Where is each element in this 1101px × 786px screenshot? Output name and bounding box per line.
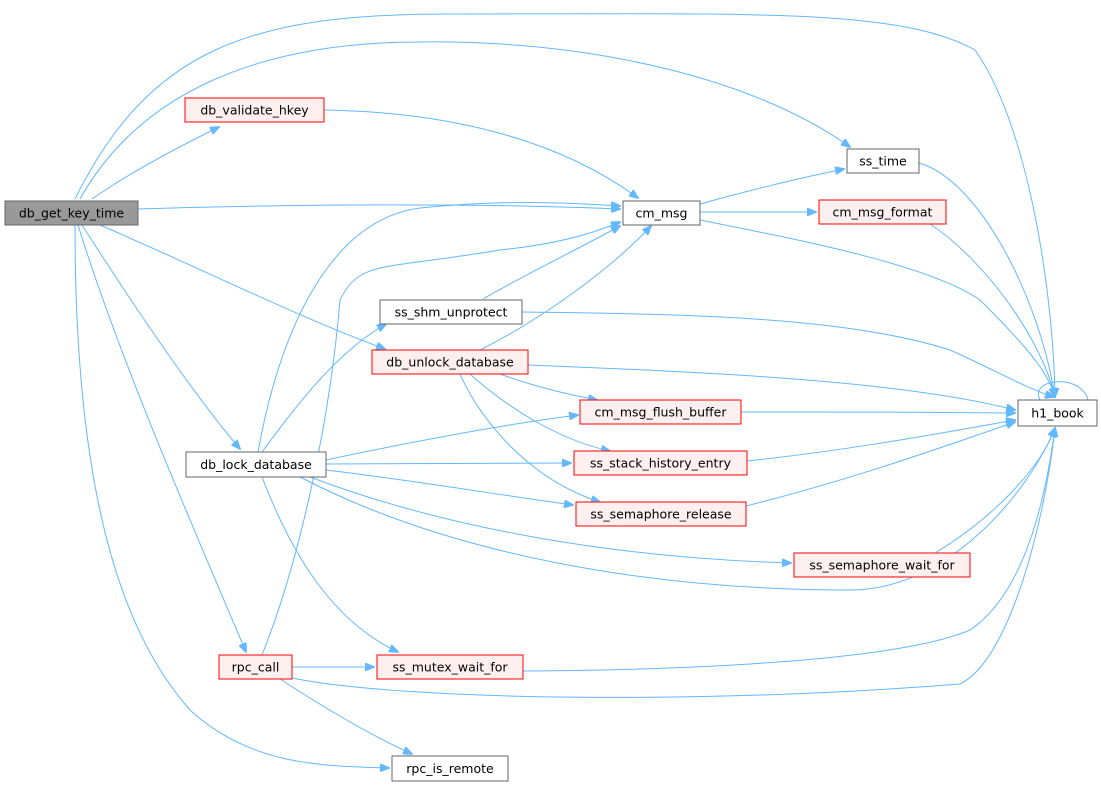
node-label: ss_semaphore_release [590,507,732,522]
edge-rpc-call-to-cm-msg [261,222,620,656]
node-label: cm_msg_flush_buffer [595,405,728,420]
node-label: ss_shm_unprotect [395,305,508,320]
node-label: db_validate_hkey [200,103,309,118]
node-label: ss_stack_history_entry [590,456,732,471]
node-box [622,200,701,226]
edges-layer [74,13,1088,768]
edge-db-lock-database-to-ss-shm-unprotect [261,324,386,453]
edge-db-get-key-time-to-ss-time [79,41,850,200]
edge-cm-msg-flush-buffer-to-h1-book [740,412,1015,413]
node-db-get-key-time: db_get_key_time [4,200,139,226]
edge-db-unlock-database-to-ss-semaphore-release [459,373,600,502]
edge-db-unlock-database-to-h1-book [527,364,1015,410]
node-box [846,148,920,174]
edge-db-get-key-time-to-db-validate-hkey [91,127,219,200]
edge-ss-time-to-h1-book [918,162,1055,397]
node-box [573,450,748,476]
node-cm-msg-flush-buffer[interactable]: cm_msg_flush_buffer [579,399,742,425]
node-h1-book[interactable]: h1_book [1017,399,1098,427]
node-rpc-call[interactable]: rpc_call [218,654,293,680]
edge-db-get-key-time-to-cm-msg [137,204,620,209]
node-box [818,199,947,225]
node-cm-msg[interactable]: cm_msg [622,200,701,226]
edge-cm-msg-to-h1-book [699,219,1055,397]
node-ss-time[interactable]: ss_time [846,148,920,174]
node-ss-mutex-wait-for[interactable]: ss_mutex_wait_for [376,654,524,680]
edge-cm-msg-format-to-h1-book [929,223,1055,397]
node-db-unlock-database[interactable]: db_unlock_database [371,349,529,375]
node-box [371,349,529,375]
node-label: rpc_is_remote [406,761,494,776]
edge-rpc-call-to-rpc-is-remote [279,678,412,754]
edge-db-unlock-database-to-cm-msg [479,226,651,351]
edge-db-get-key-time-to-db-unlock-database [99,224,385,349]
edge-db-validate-hkey-to-cm-msg [323,109,638,198]
edge-ss-shm-unprotect-to-h1-book [521,311,1054,397]
node-label: rpc_call [232,660,280,675]
edge-db-lock-database-to-cm-msg [257,203,620,453]
node-box [1017,399,1098,427]
node-box [379,299,523,325]
node-box [184,97,325,123]
edge-db-get-key-time-to-db-lock-database [81,224,240,449]
edge-db-unlock-database-to-cm-msg-flush-buffer [499,373,597,400]
node-db-lock-database[interactable]: db_lock_database [185,451,327,478]
edge-cm-msg-to-ss-time [699,169,844,205]
node-label: cm_msg [636,206,688,221]
edge-rpc-call-to-h1-book [291,428,1055,698]
node-box [575,501,747,527]
node-box [218,654,293,680]
node-ss-shm-unprotect[interactable]: ss_shm_unprotect [379,299,523,325]
edge-db-lock-database-to-cm-msg-flush-buffer [325,415,578,461]
node-label: ss_time [859,154,907,169]
node-label: h1_book [1031,406,1084,421]
edge-ss-shm-unprotect-to-cm-msg [482,226,620,300]
node-box [579,399,742,425]
edge-db-get-key-time-to-rpc-is-remote [74,224,389,768]
node-box [793,552,971,578]
node-rpc-is-remote[interactable]: rpc_is_remote [391,755,509,782]
node-label: db_get_key_time [19,206,125,221]
node-ss-semaphore-release[interactable]: ss_semaphore_release [575,501,747,527]
node-db-validate-hkey[interactable]: db_validate_hkey [184,97,325,123]
edge-db-lock-database-to-ss-semaphore-release [325,469,573,505]
node-ss-stack-history-entry[interactable]: ss_stack_history_entry [573,450,748,476]
node-cm-msg-format[interactable]: cm_msg_format [818,199,947,225]
edge-ss-semaphore-release-to-h1-book [745,422,1015,507]
edge-ss-semaphore-wait-for-to-h1-book [934,428,1055,554]
edge-db-lock-database-to-ss-semaphore-wait-for [309,476,791,563]
node-label: db_lock_database [200,457,312,472]
edge-db-lock-database-to-ss-mutex-wait-for [261,476,398,652]
node-label: ss_semaphore_wait_for [809,558,955,573]
node-box [391,755,509,782]
nodes-layer: db_get_key_time db_validate_hkey ss_timecm… [4,97,1098,782]
edge-db-lock-database-to-h1-book [299,428,1055,591]
node-ss-semaphore-wait-for[interactable]: ss_semaphore_wait_for [793,552,971,578]
node-box [376,654,524,680]
edge-db-lock-database-to-ss-stack-history-entry [325,463,571,464]
node-label: ss_mutex_wait_for [392,660,508,675]
edge-db-get-key-time-to-h1-book [74,13,1055,397]
edge-db-unlock-database-to-ss-stack-history-entry [469,373,610,451]
node-label: cm_msg_format [833,205,933,220]
node-box [4,200,139,226]
edge-ss-mutex-wait-for-to-h1-book [522,428,1055,672]
edge-db-get-key-time-to-rpc-call [77,224,246,652]
node-label: db_unlock_database [386,355,514,370]
edge-ss-stack-history-entry-to-h1-book [746,420,1015,462]
node-box [185,451,327,478]
